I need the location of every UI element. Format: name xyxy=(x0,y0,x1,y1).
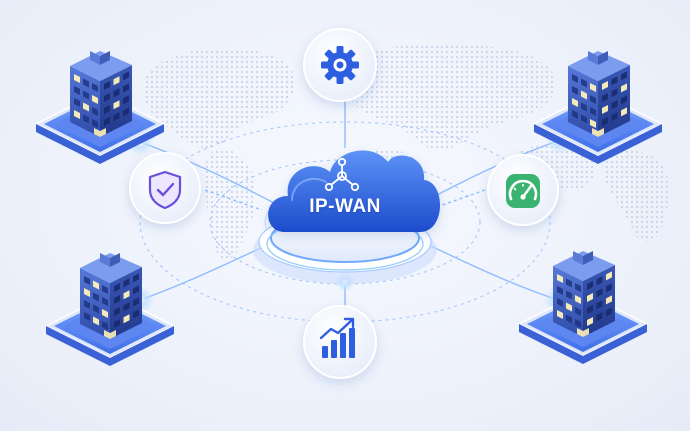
building-top-right[interactable] xyxy=(532,51,664,164)
building-bottom-right[interactable] xyxy=(517,251,649,364)
feature-growth[interactable] xyxy=(303,305,377,379)
ip-wan-cloud[interactable] xyxy=(268,150,441,232)
shield-check-icon xyxy=(148,170,182,210)
feature-security[interactable] xyxy=(129,152,201,224)
gear-icon xyxy=(321,46,359,84)
growth-chart-icon xyxy=(319,317,355,358)
feature-performance[interactable] xyxy=(487,154,559,226)
building-top-left[interactable] xyxy=(34,51,166,164)
hub-label: IP-WAN xyxy=(309,196,381,217)
building-sites xyxy=(34,51,664,366)
speedometer-icon xyxy=(506,174,540,208)
link-bottom-right xyxy=(417,239,559,301)
link-top-left xyxy=(139,141,279,206)
building-bottom-left[interactable] xyxy=(44,253,176,366)
feature-gear[interactable] xyxy=(303,28,377,102)
link-left xyxy=(204,189,263,211)
network-nodes-icon xyxy=(324,157,360,192)
